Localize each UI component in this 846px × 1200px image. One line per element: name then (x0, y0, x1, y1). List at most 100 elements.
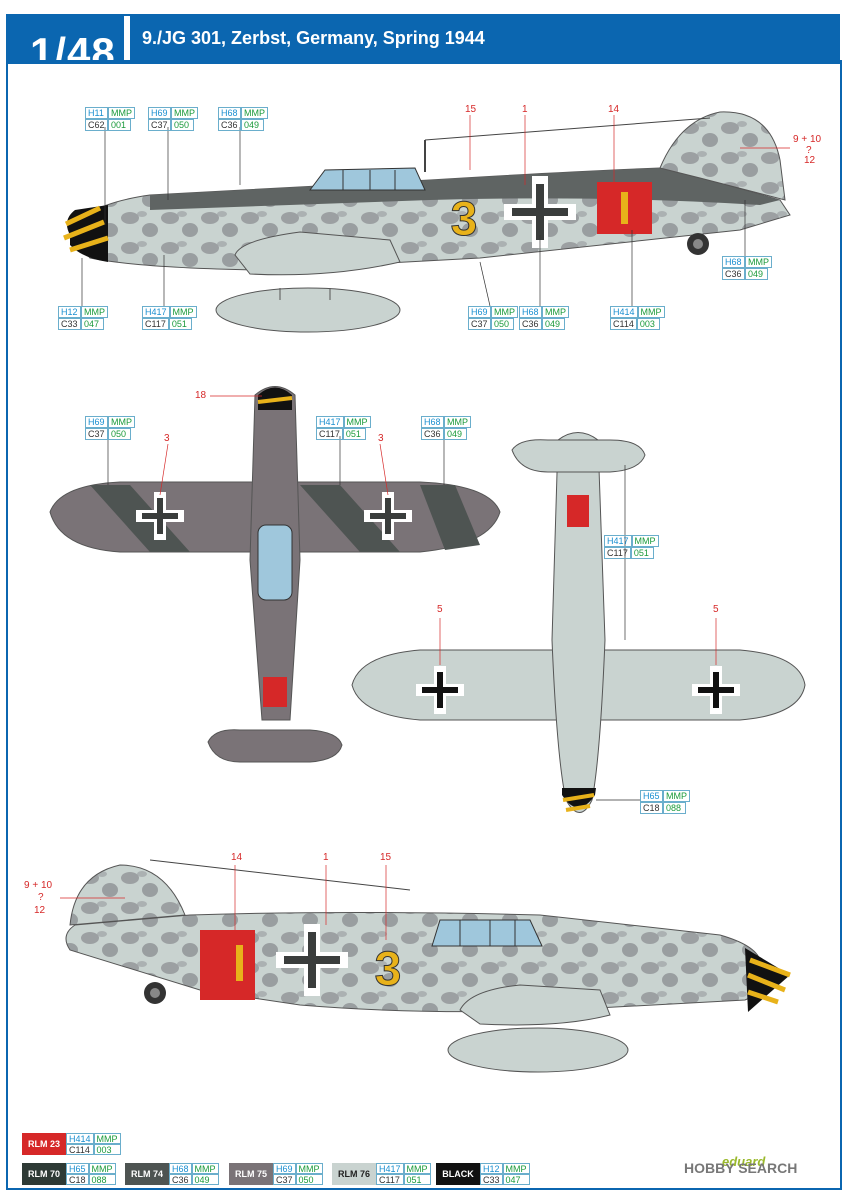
code-mmp: MMP (637, 306, 665, 318)
callout-15-b: 15 (380, 852, 392, 863)
code-h: H417 (316, 416, 344, 428)
callout-12: 12 (804, 155, 816, 166)
code-mmp: MMP (542, 306, 569, 318)
code-mmp: MMP (169, 306, 197, 318)
swatch-h: H417 (376, 1163, 404, 1174)
swatch-label: BLACK (436, 1163, 480, 1185)
code-c: C37 (85, 428, 108, 440)
callout-1-b: 1 (323, 852, 329, 863)
swatch-n: 003 (93, 1144, 121, 1155)
swatch-h: H414 (66, 1133, 94, 1144)
swatch-c: C33 (480, 1174, 503, 1185)
code-c: C18 (640, 802, 663, 814)
swatch-h: H12 (480, 1163, 503, 1174)
code-c: C36 (519, 318, 542, 330)
code-mmp: MMP (343, 416, 371, 428)
swatch-label: RLM 23 (22, 1133, 66, 1155)
code-mmp: MMP (108, 107, 135, 119)
swatch-label: RLM 75 (229, 1163, 273, 1185)
fuselage-code-right: 3 (375, 943, 402, 996)
swatch-h: H68 (169, 1163, 192, 1174)
swatch-mmp: MMP (88, 1163, 116, 1174)
swatch-mmp: MMP (502, 1163, 530, 1174)
code-n: 049 (444, 428, 467, 440)
scale-badge: 1/48 (12, 16, 130, 76)
swatch-mmp: MMP (403, 1163, 431, 1174)
code-c: C117 (316, 428, 343, 440)
callout-15: 15 (465, 104, 477, 115)
swatch-label: RLM 76 (332, 1163, 376, 1185)
header-bar (6, 14, 840, 60)
code-c: C36 (722, 268, 745, 280)
code-n: 001 (108, 119, 131, 131)
code-h: H68 (218, 107, 241, 119)
code-c: C36 (421, 428, 444, 440)
code-h: H414 (610, 306, 638, 318)
callout-3-left: 3 (164, 433, 170, 444)
code-c: C117 (142, 318, 169, 330)
code-n: 088 (663, 802, 686, 814)
callout-5-right: 5 (713, 604, 719, 615)
swatch-n: 049 (191, 1174, 219, 1185)
code-mmp: MMP (491, 306, 518, 318)
code-n: 050 (171, 119, 194, 131)
code-n: 049 (745, 268, 768, 280)
code-n: 049 (241, 119, 264, 131)
swatch-h: H65 (66, 1163, 89, 1174)
code-c: C117 (604, 547, 631, 559)
code-c: C37 (468, 318, 491, 330)
swatch-c: C18 (66, 1174, 89, 1185)
code-n: 049 (542, 318, 565, 330)
bottom-view (351, 432, 806, 813)
code-c: C33 (58, 318, 81, 330)
swatch-n: 050 (295, 1174, 323, 1185)
callout-question-b: ? (38, 892, 44, 903)
side-view-right: 3 (60, 859, 791, 1073)
swatch-label: RLM 70 (22, 1163, 66, 1185)
code-c: C37 (148, 119, 171, 131)
swatch-c: C117 (376, 1174, 404, 1185)
callout-14-b: 14 (231, 852, 243, 863)
code-c: C36 (218, 119, 241, 131)
code-c: C62 (85, 119, 108, 131)
code-mmp: MMP (663, 790, 690, 802)
scale-label: 1/48 (30, 29, 116, 76)
brand-logo: eduard (722, 1154, 766, 1169)
code-h: H68 (421, 416, 444, 428)
code-mmp: MMP (241, 107, 268, 119)
code-mmp: MMP (631, 535, 659, 547)
page-title: 9./JG 301, Zerbst, Germany, Spring 1944 (142, 28, 485, 48)
swatch-c: C37 (273, 1174, 296, 1185)
swatch-mmp: MMP (295, 1163, 323, 1174)
swatch-c: C36 (169, 1174, 192, 1185)
fuselage-code-left: 3 (451, 193, 478, 246)
swatch-n: 047 (502, 1174, 530, 1185)
frame-top (6, 60, 842, 64)
callout-9-10: 9 + 10 (793, 134, 822, 145)
callout-3-right: 3 (378, 433, 384, 444)
code-n: 050 (491, 318, 514, 330)
code-mmp: MMP (171, 107, 198, 119)
code-n: 003 (636, 318, 660, 330)
callout-1: 1 (522, 104, 528, 115)
code-c: C114 (610, 318, 637, 330)
swatch-c: C114 (66, 1144, 94, 1155)
code-mmp: MMP (444, 416, 471, 428)
swatch-h: H69 (273, 1163, 296, 1174)
